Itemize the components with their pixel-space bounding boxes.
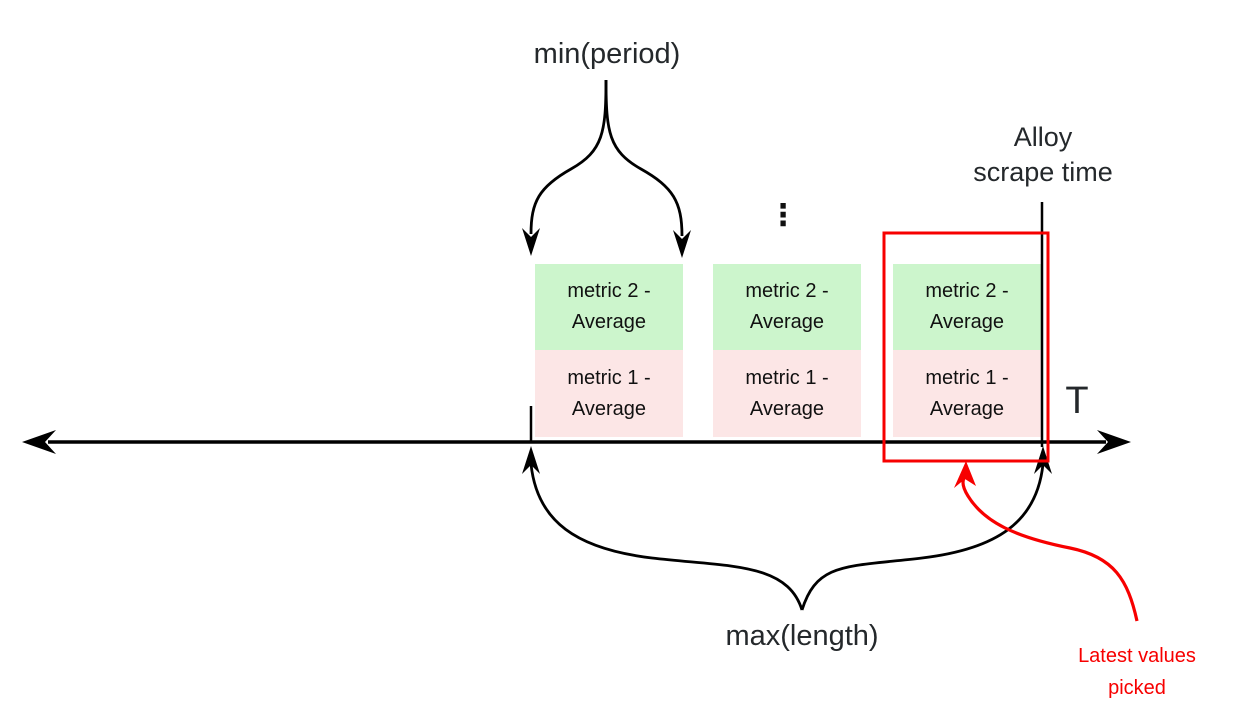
min-period-label: min(period) bbox=[533, 38, 681, 70]
metric2-label: metric 2 - Average bbox=[567, 280, 651, 333]
metric1-box: metric 1 - Average bbox=[713, 350, 861, 437]
alloy-scrape-time-label: Alloy scrape time bbox=[943, 120, 1143, 190]
time-axis-label: T bbox=[1065, 380, 1089, 422]
alloy-scrape-time-line1: Alloy bbox=[1013, 122, 1073, 152]
alloy-scrape-time-line2: scrape time bbox=[973, 157, 1113, 187]
latest-values-line1: Latest values bbox=[1078, 645, 1196, 667]
sample-window-3: metric 2 - Average metric 1 - Average bbox=[893, 264, 1041, 437]
sample-window-1: metric 2 - Average metric 1 - Average bbox=[535, 264, 683, 437]
metric2-box: metric 2 - Average bbox=[893, 264, 1041, 350]
min-period-brace bbox=[522, 79, 691, 258]
metric1-box: metric 1 - Average bbox=[893, 350, 1041, 437]
metric2-box: metric 2 - Average bbox=[713, 264, 861, 350]
max-length-brace bbox=[522, 446, 1052, 611]
latest-values-line2: picked bbox=[1108, 677, 1166, 699]
metric2-label: metric 2 - Average bbox=[745, 280, 829, 333]
metric1-label: metric 1 - Average bbox=[925, 366, 1009, 420]
metric2-label: metric 2 - Average bbox=[925, 280, 1009, 333]
latest-values-picked-label: Latest values picked bbox=[1037, 640, 1237, 704]
max-length-label: max(length) bbox=[725, 620, 879, 652]
metric1-label: metric 1 - Average bbox=[567, 366, 651, 420]
latest-values-arrow bbox=[954, 461, 1139, 622]
metric1-label: metric 1 - Average bbox=[745, 366, 829, 420]
sample-window-2: metric 2 - Average metric 1 - Average bbox=[713, 264, 861, 437]
ellipsis-more-windows: ⋮ bbox=[768, 199, 798, 232]
metric2-box: metric 2 - Average bbox=[535, 264, 683, 350]
metric1-box: metric 1 - Average bbox=[535, 350, 683, 437]
